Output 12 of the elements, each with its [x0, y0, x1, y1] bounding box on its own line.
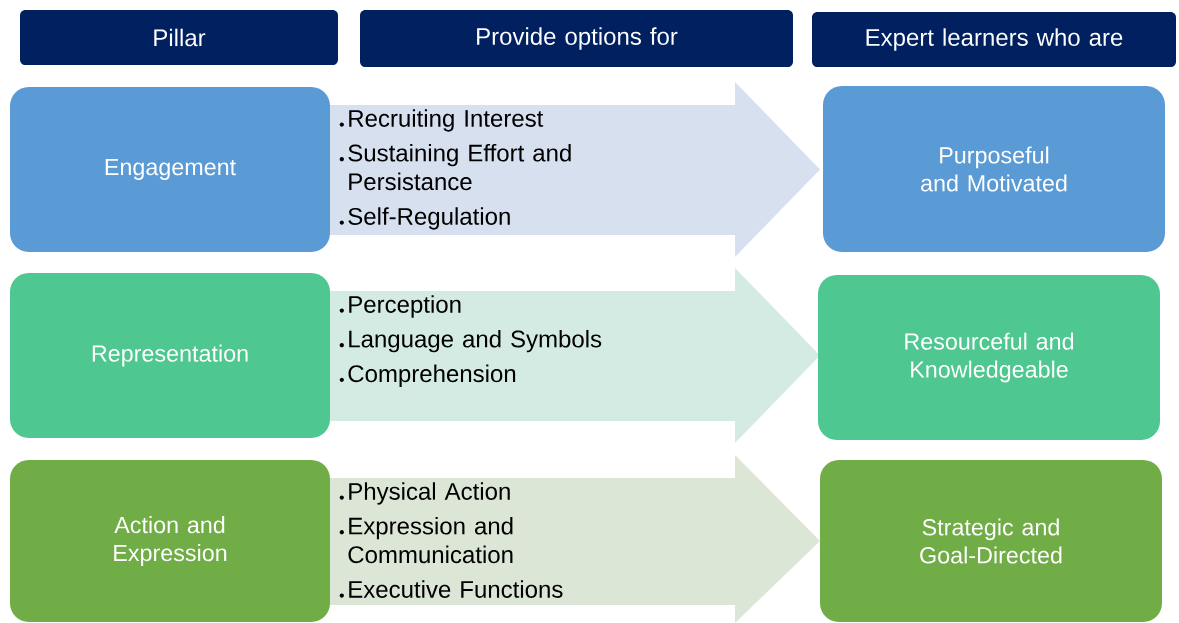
arrow-band: Physical Action Expression and Communication Executive Functions: [330, 455, 820, 623]
outcome-box: Strategic and Goal-Directed: [820, 460, 1162, 622]
pillar-box: Action and Expression: [10, 460, 330, 622]
pillar-box: Representation: [10, 273, 330, 438]
column-header: Expert learners who are: [812, 12, 1176, 67]
outcome-box: Resourceful and Knowledgeable: [818, 275, 1160, 440]
arrow-band: Recruiting Interest Sustaining Effort and Persistance Self-Regulation: [330, 82, 820, 257]
outcome-box: Purposeful and Motivated: [823, 86, 1165, 252]
column-header: Pillar: [20, 10, 338, 65]
column-header: Provide options for: [360, 10, 793, 67]
pillar-box: Engagement: [10, 87, 330, 252]
arrow-band: Perception Language and Symbols Comprehension: [330, 268, 820, 443]
